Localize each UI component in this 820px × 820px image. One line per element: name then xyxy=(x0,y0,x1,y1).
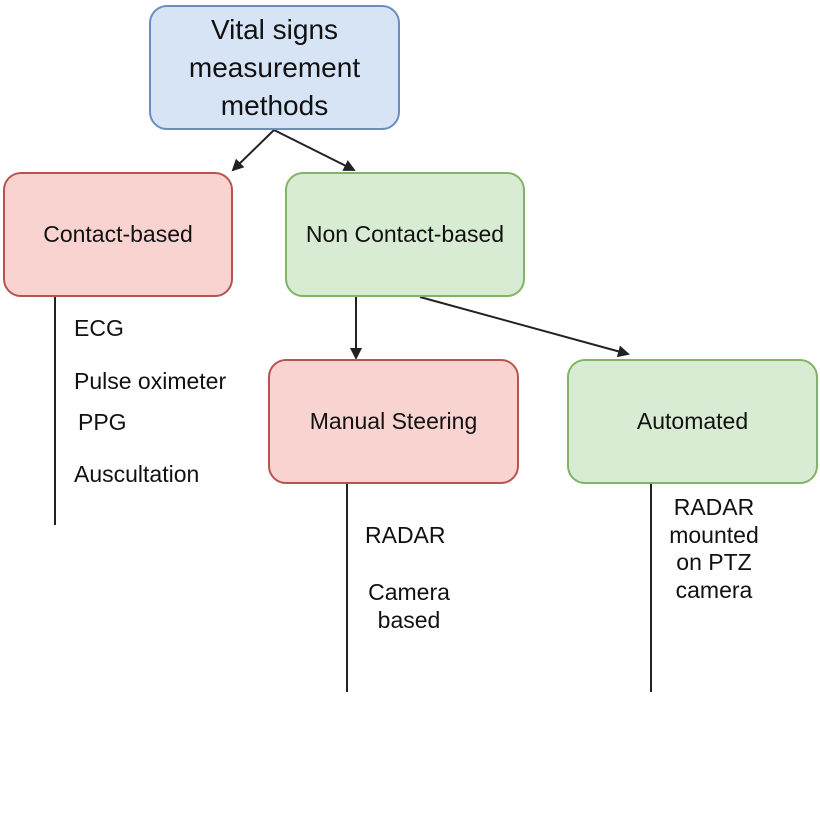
contact-based-node: Contact-based xyxy=(3,172,233,297)
arrow-root-to-contact xyxy=(231,129,275,172)
automated-item-line: RADAR xyxy=(673,494,755,520)
automated-node: Automated xyxy=(567,359,818,484)
root-label-line: measurement xyxy=(188,51,361,83)
automated-item-radar-ptz: RADAR mounted on PTZ camera xyxy=(654,494,774,604)
automated-item-line: on PTZ xyxy=(676,549,752,576)
manual-steering-label: Manual Steering xyxy=(309,407,478,434)
arrow-root-to-noncontact xyxy=(273,129,356,171)
manual-item-radar: RADAR xyxy=(365,522,446,548)
manual-item-line: based xyxy=(377,606,441,633)
root-label-line: methods xyxy=(220,89,329,121)
contact-item-ppg: PPG xyxy=(78,409,127,435)
manual-items-line xyxy=(346,484,348,692)
root-label-line: Vital signs xyxy=(210,13,339,45)
root-node-label: Vital signs measurement methods xyxy=(189,11,360,125)
contact-based-label: Contact-based xyxy=(43,220,193,247)
automated-label: Automated xyxy=(636,407,749,434)
contact-item-auscultation: Auscultation xyxy=(74,461,200,487)
arrow-noncontact-to-automated xyxy=(419,296,630,358)
root-node: Vital signs measurement methods xyxy=(149,5,400,130)
non-contact-based-label: Non Contact-based xyxy=(305,220,505,247)
contact-item-ecg: ECG xyxy=(74,315,124,341)
manual-steering-node: Manual Steering xyxy=(268,359,519,484)
automated-item-line: mounted xyxy=(669,521,759,548)
non-contact-based-node: Non Contact-based xyxy=(285,172,525,297)
contact-items-line xyxy=(54,297,56,525)
automated-items-line xyxy=(650,484,652,692)
manual-item-line: Camera xyxy=(368,579,450,605)
contact-item-pulse-oximeter: Pulse oximeter xyxy=(74,368,227,394)
automated-item-line: camera xyxy=(675,576,753,603)
manual-item-camera-based: Camera based xyxy=(354,579,464,634)
